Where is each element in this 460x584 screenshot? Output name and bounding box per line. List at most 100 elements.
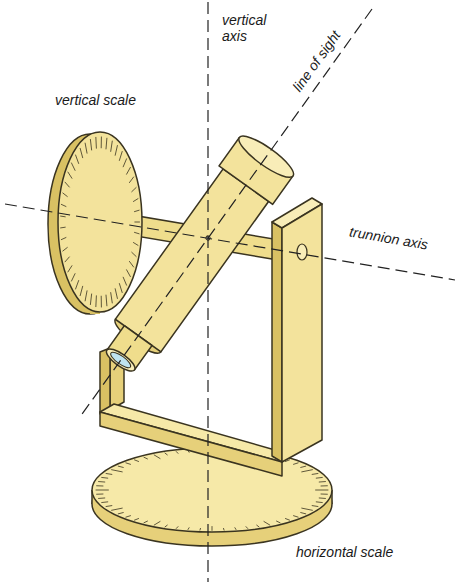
scale-tick [246, 526, 248, 528]
scale-tick [105, 138, 107, 150]
scale-tick [111, 470, 122, 472]
scale-tick [131, 252, 136, 257]
scale-tick [60, 216, 65, 218]
scale-tick [95, 295, 97, 307]
scale-tick [301, 470, 312, 472]
scale-tick [68, 265, 72, 272]
scale-tick [133, 198, 138, 201]
scale-tick [90, 139, 91, 150]
scale-tick [134, 210, 139, 212]
scale-tick [63, 247, 68, 251]
scale-tick [75, 155, 78, 164]
scale-tick [144, 521, 148, 523]
scale-tick [68, 172, 72, 179]
scale-tick [101, 477, 108, 479]
scale-tick [312, 473, 319, 474]
scale-tick [96, 493, 103, 494]
scale-tick [85, 290, 87, 301]
scale-tick [321, 485, 328, 486]
yoke-upright [272, 198, 322, 462]
scale-tick [61, 237, 66, 239]
scale-tick [223, 528, 225, 531]
axis-label: trunnion axis [348, 223, 429, 252]
scale-tick [316, 501, 323, 503]
trunnion-axis-line [5, 204, 455, 280]
scale-tick [126, 167, 130, 175]
yoke-frame [100, 340, 282, 476]
scale-tick [118, 512, 124, 513]
scale-tick [101, 501, 108, 503]
scale-tick [315, 490, 328, 491]
scale-tick [235, 527, 236, 529]
scale-tick [123, 277, 127, 286]
scale-tick [144, 457, 148, 459]
scale-tick [129, 261, 134, 267]
scale-tick [131, 187, 136, 192]
scale-tick [293, 463, 298, 465]
scale-tick [125, 516, 130, 518]
scale-tick [80, 286, 83, 296]
scale-tick [176, 526, 178, 528]
scale-tick [276, 521, 280, 523]
scale-tick [256, 525, 259, 527]
scale-tick [125, 463, 130, 465]
scale-tick [134, 460, 139, 462]
scale-tick [96, 485, 103, 486]
scale-tick [60, 227, 65, 229]
scale-tick [61, 204, 66, 206]
scale-tick [300, 466, 306, 467]
base-plate [92, 448, 332, 546]
axis-label: horizontal scale [296, 544, 393, 560]
scale-tick [285, 518, 290, 520]
scale-tick [96, 490, 109, 491]
vertical-axis-line [207, 2, 208, 582]
scale-tick [98, 497, 105, 499]
scale-tick [176, 451, 178, 453]
scale-tick [119, 283, 122, 293]
scale-tick [119, 151, 122, 161]
axis-label: vertical scale [55, 92, 136, 108]
scale-tick [95, 137, 97, 149]
scale-tick [319, 497, 326, 499]
scale-tick [188, 527, 189, 529]
scale-tick [106, 473, 113, 474]
line-of-sight-line [80, 9, 372, 417]
scale-tick [101, 296, 102, 308]
scale-tick [90, 294, 91, 305]
scale-tick [199, 528, 201, 531]
telescope [90, 130, 298, 384]
scale-tick [321, 493, 328, 494]
scale-tick [319, 481, 326, 483]
scale-tick [212, 526, 213, 531]
scale-tick [154, 521, 161, 525]
scale-tick [301, 508, 312, 510]
vertical-scale-disc [48, 132, 142, 314]
scale-tick [154, 455, 161, 459]
scale-tick [300, 512, 306, 513]
scale-tick [115, 145, 117, 156]
scale-tick [111, 292, 113, 303]
scale-tick [129, 177, 134, 183]
scale-tick [106, 506, 113, 507]
scale-tick [65, 182, 70, 187]
scale-tick [293, 516, 298, 518]
scale-tick [316, 477, 323, 479]
scale-tick [123, 158, 127, 167]
scale-tick [65, 257, 70, 262]
scale-tick [101, 137, 102, 149]
scale-tick [134, 222, 139, 223]
scale-tick [165, 453, 168, 455]
scale-tick [63, 193, 68, 197]
scale-tick [264, 521, 271, 525]
scale-tick [126, 269, 130, 277]
scale-tick [105, 295, 107, 307]
scale-tick [85, 143, 87, 154]
scale-tick [111, 508, 122, 510]
scale-tick [98, 481, 105, 483]
scale-tick [118, 466, 124, 467]
scale-tick [71, 273, 75, 281]
axis-label: vertical axis [222, 12, 284, 44]
scale-tick [75, 280, 78, 289]
